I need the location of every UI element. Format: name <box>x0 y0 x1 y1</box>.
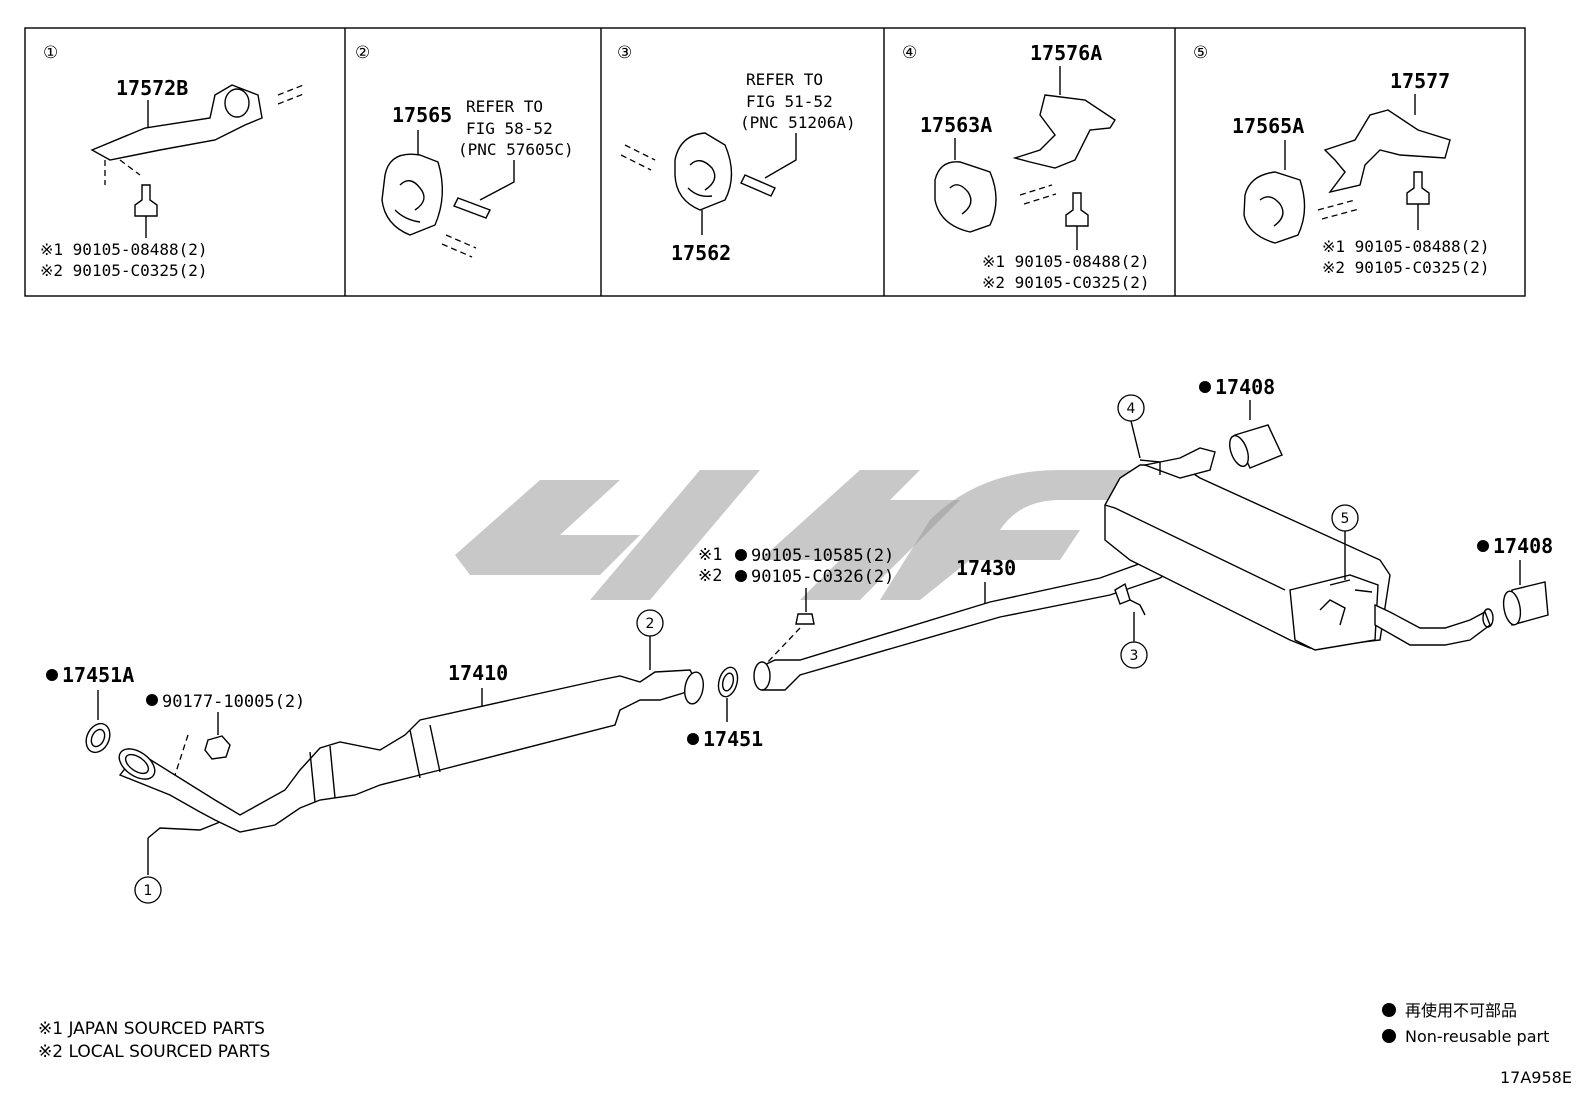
non-reusable-marker <box>146 694 158 706</box>
bolt-icon <box>795 613 815 625</box>
gasket-17451 <box>717 666 739 698</box>
figure-code: 17A958E <box>1500 1068 1572 1087</box>
bolt-note-2: 90105-C0326(2) <box>751 567 894 587</box>
hanger-17563a <box>934 161 997 233</box>
bolt-icon <box>1406 171 1430 205</box>
non-reusable-marker <box>46 669 58 681</box>
panel-3-refer-1: REFER TO <box>746 70 823 89</box>
bolt-note-1-mark: ※1 <box>698 545 722 565</box>
svg-text:4: 4 <box>1127 401 1136 417</box>
panel-2-number: ② <box>355 43 370 63</box>
callout-3: 3 <box>1120 612 1148 669</box>
callout-2: 2 <box>636 609 664 670</box>
panel-5-bolt-2: ※2 90105-C0325(2) <box>1322 258 1490 277</box>
svg-text:2: 2 <box>646 616 655 632</box>
svg-text:5: 5 <box>1341 511 1350 527</box>
non-reusable-marker <box>735 570 747 582</box>
panel-5-number: ⑤ <box>1193 43 1208 63</box>
hanger-17565a <box>1243 171 1306 244</box>
panel-4-bolt-1: ※1 90105-08488(2) <box>982 252 1150 271</box>
tail-pipe <box>1374 603 1491 646</box>
label-17451: 17451 <box>703 727 763 751</box>
panel-5-bolt-1: ※1 90105-08488(2) <box>1322 237 1490 256</box>
non-reusable-marker <box>735 549 747 561</box>
panel-2-refer-1: REFER TO <box>466 97 543 116</box>
watermark-logo <box>455 470 1130 600</box>
non-reusable-marker <box>1477 540 1489 552</box>
panel-frame <box>24 27 1526 297</box>
panel-4: ④ 17576A 17563A ※1 90105-08488(2) ※2 901… <box>902 41 1150 292</box>
bracket-17576a <box>1012 94 1116 169</box>
legend-marker-1 <box>1382 1003 1396 1017</box>
panel-1: ① 17572B ※1 90105-08488(2) ※2 90105-C032… <box>40 43 307 280</box>
bolt-note-1: 90105-10585(2) <box>751 546 894 566</box>
label-17451a: 17451A <box>62 663 134 687</box>
hanger-17562 <box>674 132 733 211</box>
nut-icon <box>204 735 231 760</box>
bolt-note-2-mark: ※2 <box>698 566 722 586</box>
legend-marker-2 <box>1382 1029 1396 1043</box>
non-reusable-marker <box>1199 381 1211 393</box>
panel-3-refer-2: FIG 51-52 <box>746 92 833 111</box>
bolt-icon <box>134 184 158 217</box>
label-17408-top: 17408 <box>1215 375 1275 399</box>
bolt-icon <box>1065 192 1089 227</box>
panel-1-part: 17572B <box>116 76 188 100</box>
panel-3-number: ③ <box>617 43 632 63</box>
bracket-17572b <box>90 84 263 161</box>
panel-3-refer-3: (PNC 51206A) <box>740 113 856 132</box>
svg-text:1: 1 <box>144 883 153 899</box>
exhaust-assembly: 17451A 90177-10005(2) 17410 17451 ※1 901… <box>46 375 1553 904</box>
panel-4-part-a: 17576A <box>1030 41 1102 65</box>
panel-2-refer-2: FIG 58-52 <box>466 119 553 138</box>
non-reusable-marker <box>687 733 699 745</box>
panel-2-refer-3: (PNC 57605C) <box>458 140 574 159</box>
panel-2: ② 17565 REFER TO FIG 58-52 (PNC 57605C) <box>355 43 574 258</box>
panel-4-bolt-2: ※2 90105-C0325(2) <box>982 273 1150 292</box>
panel-5-part-a: 17577 <box>1390 69 1450 93</box>
panel-2-part: 17565 <box>392 103 452 127</box>
panel-4-number: ④ <box>902 43 917 63</box>
bracket-17577 <box>1323 109 1451 194</box>
panel-1-bolt-2: ※2 90105-C0325(2) <box>40 261 208 280</box>
gasket-17451a <box>85 722 111 754</box>
panel-1-bolt-1: ※1 90105-08488(2) <box>40 240 208 259</box>
detail-panels: ① 17572B ※1 90105-08488(2) ※2 90105-C032… <box>24 27 1526 297</box>
footnote-2: ※2 LOCAL SOURCED PARTS <box>38 1042 270 1062</box>
hanger-17565 <box>381 153 444 236</box>
svg-text:3: 3 <box>1130 648 1139 664</box>
label-17430: 17430 <box>956 556 1016 580</box>
label-17410: 17410 <box>448 661 508 685</box>
panel-5: ⑤ 17577 17565A ※1 90105-08488(2) ※2 9010… <box>1193 43 1490 277</box>
label-17408-right: 17408 <box>1493 534 1553 558</box>
panel-3-part: 17562 <box>671 241 731 265</box>
panel-1-number: ① <box>43 43 58 63</box>
label-nut: 90177-10005(2) <box>162 692 305 712</box>
footnote-1: ※1 JAPAN SOURCED PARTS <box>38 1019 265 1039</box>
panel-4-part-b: 17563A <box>920 113 992 137</box>
panel-5-part-b: 17565A <box>1232 114 1304 138</box>
callout-1: 1 <box>134 876 162 904</box>
callout-5: 5 <box>1331 504 1359 580</box>
panel-3: ③ REFER TO FIG 51-52 (PNC 51206A) 17562 <box>617 43 856 265</box>
legend-jp: 再使用不可部品 <box>1405 1001 1517 1020</box>
legend-en: Non-reusable part <box>1405 1027 1549 1046</box>
callout-4: 4 <box>1117 394 1145 459</box>
